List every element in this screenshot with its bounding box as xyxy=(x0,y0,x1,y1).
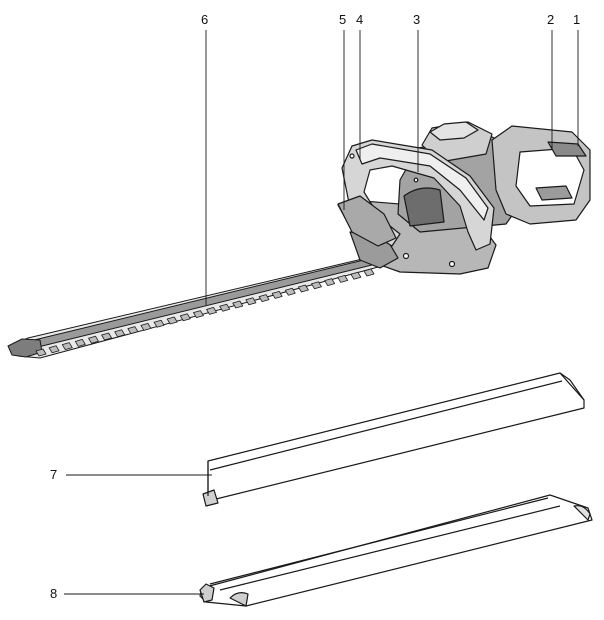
blade-tooth xyxy=(271,291,283,299)
blade-tooth xyxy=(337,275,349,283)
blade-tooth xyxy=(284,287,296,296)
blade-tooth xyxy=(153,319,165,328)
blade-tooth xyxy=(140,323,152,331)
blade-tooth xyxy=(179,313,191,322)
blade-tooth xyxy=(48,345,60,354)
blade-tooth xyxy=(88,335,99,344)
blade-guard xyxy=(202,372,585,507)
callout-3: 3 xyxy=(413,12,421,27)
trimmer-body xyxy=(337,121,591,275)
blade-tooth xyxy=(74,339,86,347)
blade-tooth xyxy=(311,281,322,290)
callout-6: 6 xyxy=(201,12,209,27)
blade-tooth xyxy=(101,332,112,341)
callout-1: 1 xyxy=(573,12,581,27)
blade-tooth xyxy=(193,310,204,318)
blade-assembly xyxy=(7,255,383,359)
storage-sheath xyxy=(199,494,593,607)
blade-tooth xyxy=(350,271,362,280)
callout-4: 4 xyxy=(356,12,364,27)
callout-5: 5 xyxy=(339,12,347,27)
blade-tooth xyxy=(127,326,139,334)
callout-8: 8 xyxy=(50,586,58,601)
blade-tooth xyxy=(232,300,244,309)
blade-tooth xyxy=(298,284,309,293)
blade-tooth xyxy=(258,294,270,302)
blade-tooth xyxy=(35,348,47,357)
callout-7: 7 xyxy=(50,467,58,482)
leader-lines xyxy=(64,30,579,595)
callout-2: 2 xyxy=(547,12,555,27)
blade-tooth xyxy=(219,303,231,312)
blade-tooth xyxy=(114,329,126,338)
blade-tooth xyxy=(61,342,73,350)
blade-tooth xyxy=(363,268,375,277)
blade-tooth xyxy=(324,278,336,286)
blade-tooth xyxy=(166,316,178,325)
blade-tooth xyxy=(206,307,217,315)
blade-tooth xyxy=(245,297,257,306)
